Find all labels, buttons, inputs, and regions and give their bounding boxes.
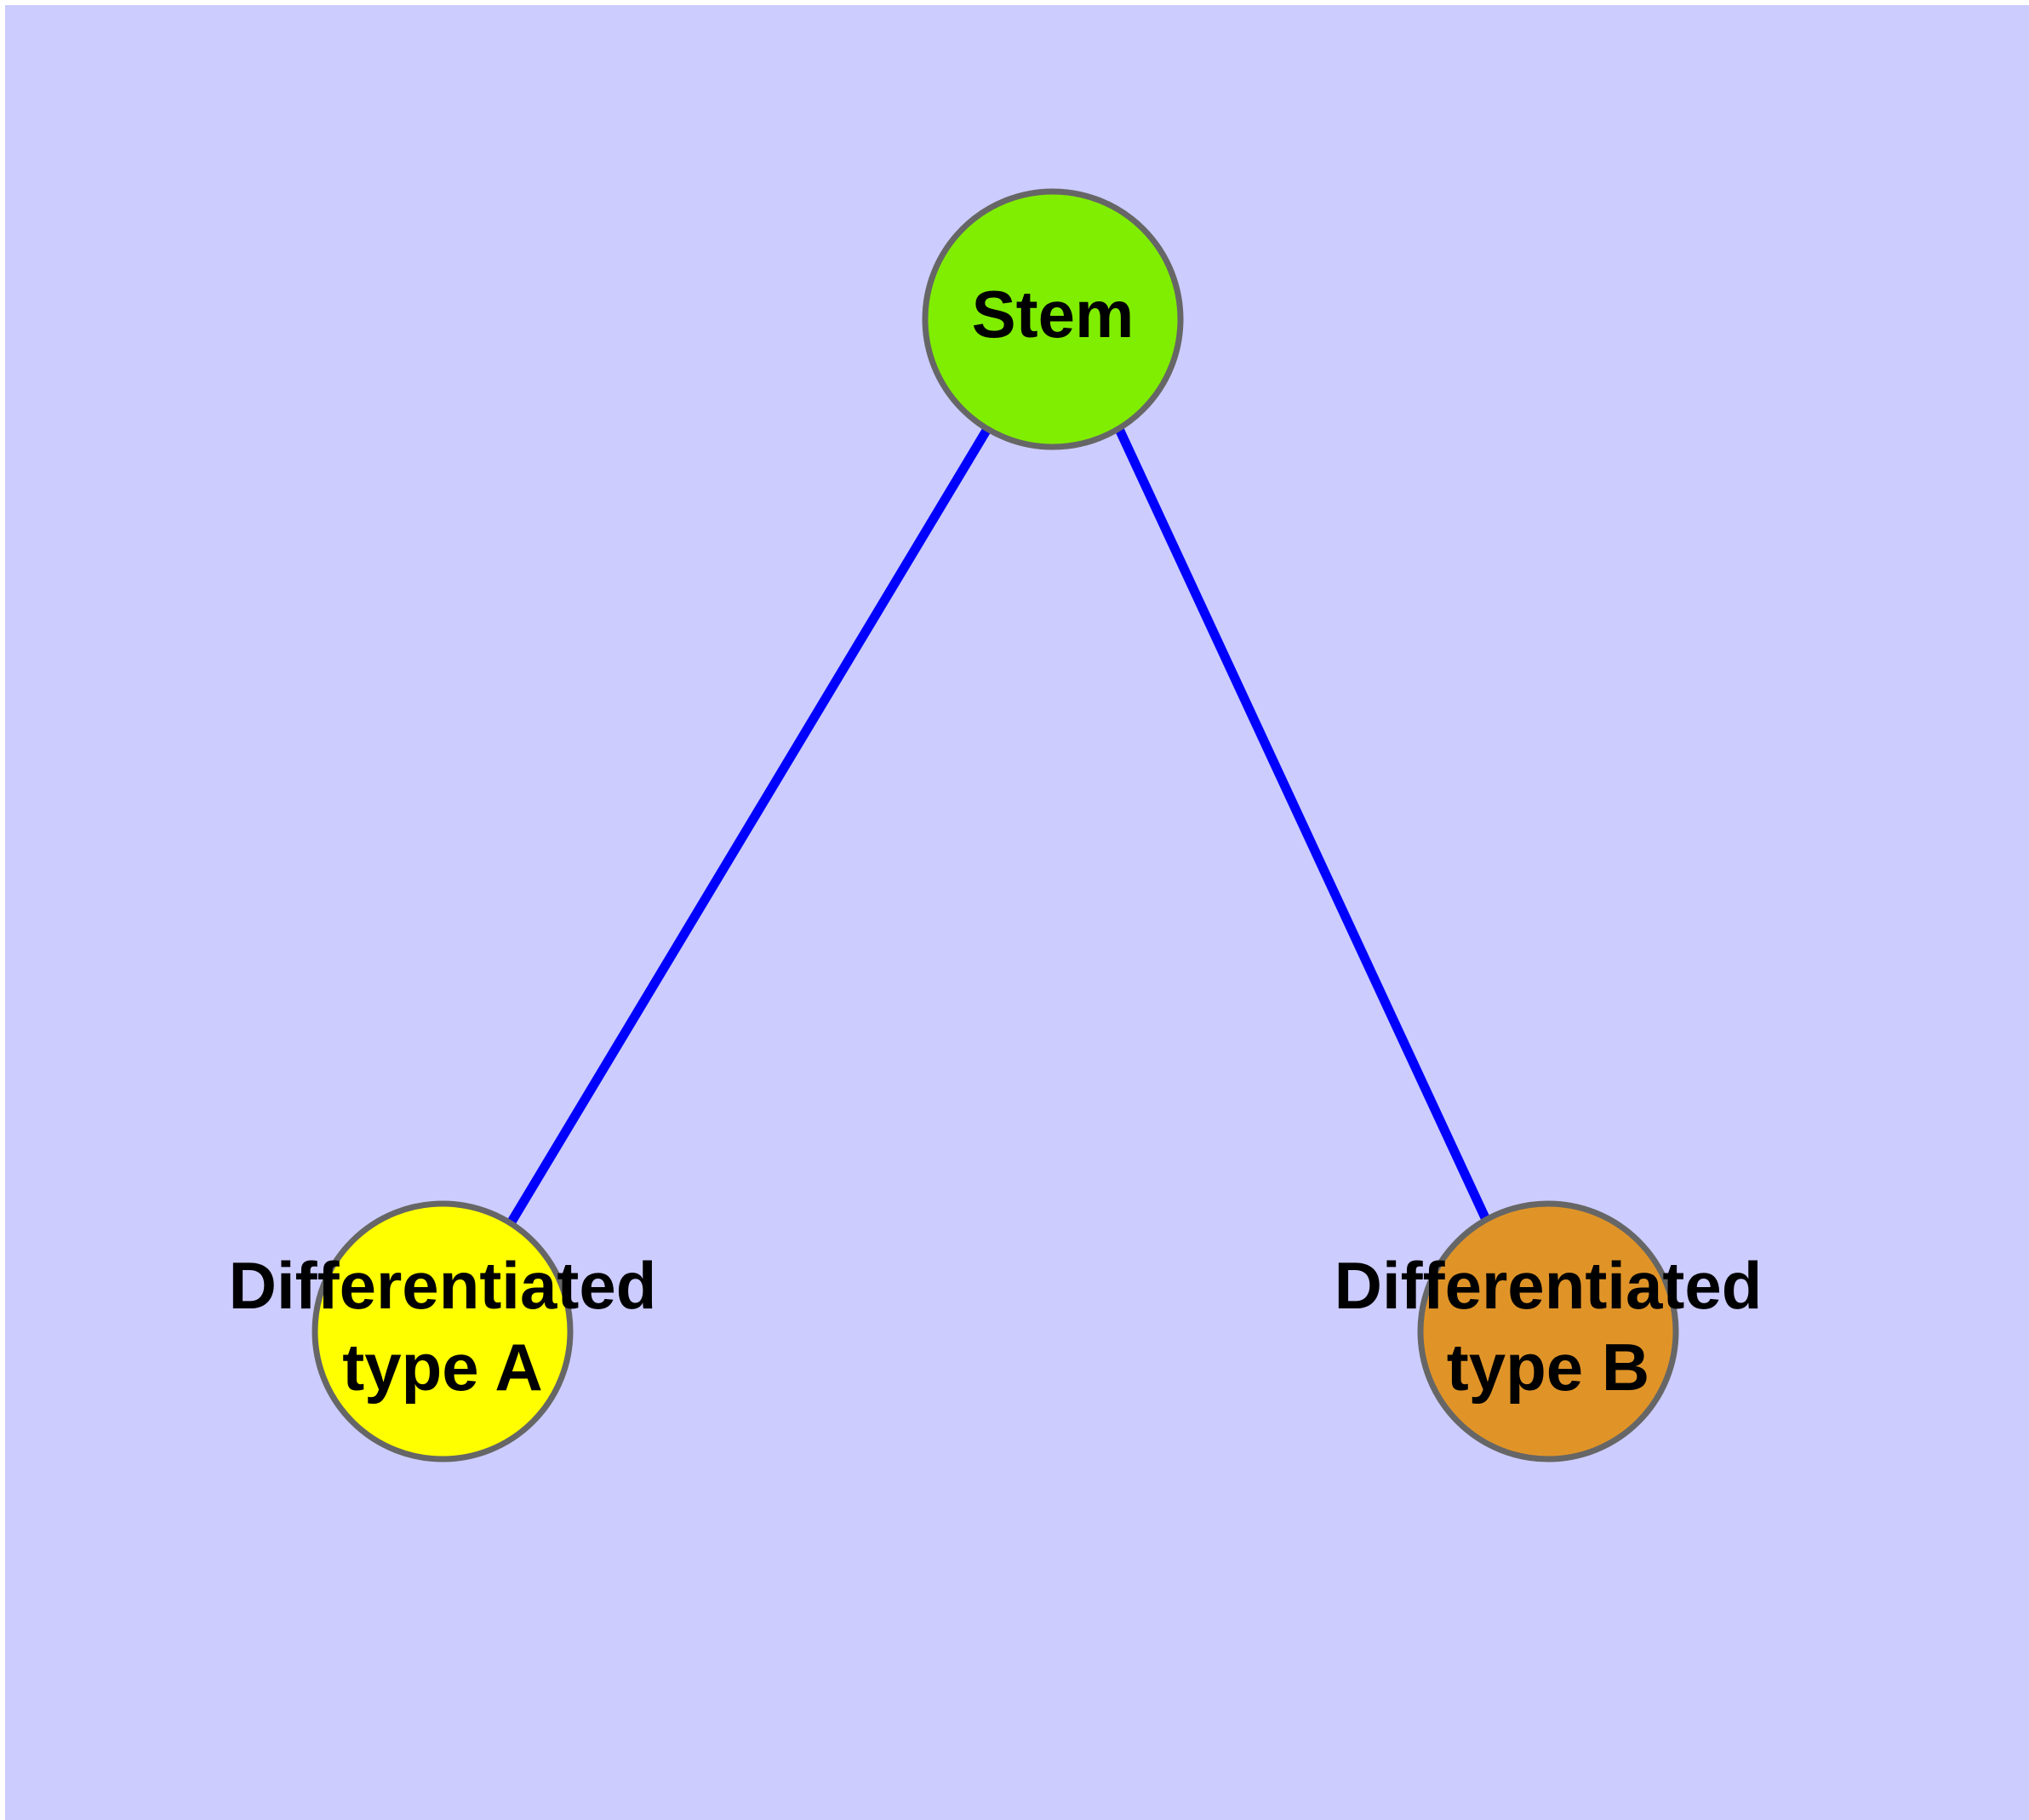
node-label-line: type A xyxy=(342,1330,543,1405)
nodes-layer xyxy=(311,188,1679,1462)
edge-stem-to-diff-a[interactable] xyxy=(506,426,992,1226)
node-diff_b[interactable] xyxy=(1417,1200,1679,1462)
node-diff_a[interactable] xyxy=(311,1200,574,1462)
node-label-line: Stem xyxy=(972,277,1135,352)
node-label-stem: Stem xyxy=(972,277,1135,352)
node-stem[interactable] xyxy=(922,188,1184,450)
node-label-line: Differentiated xyxy=(229,1248,657,1323)
edge-stem-to-diff-b[interactable] xyxy=(1115,426,1492,1226)
node-label-line: Differentiated xyxy=(1335,1248,1763,1323)
edges-layer xyxy=(506,426,1492,1226)
node-label-line: type B xyxy=(1447,1330,1649,1405)
